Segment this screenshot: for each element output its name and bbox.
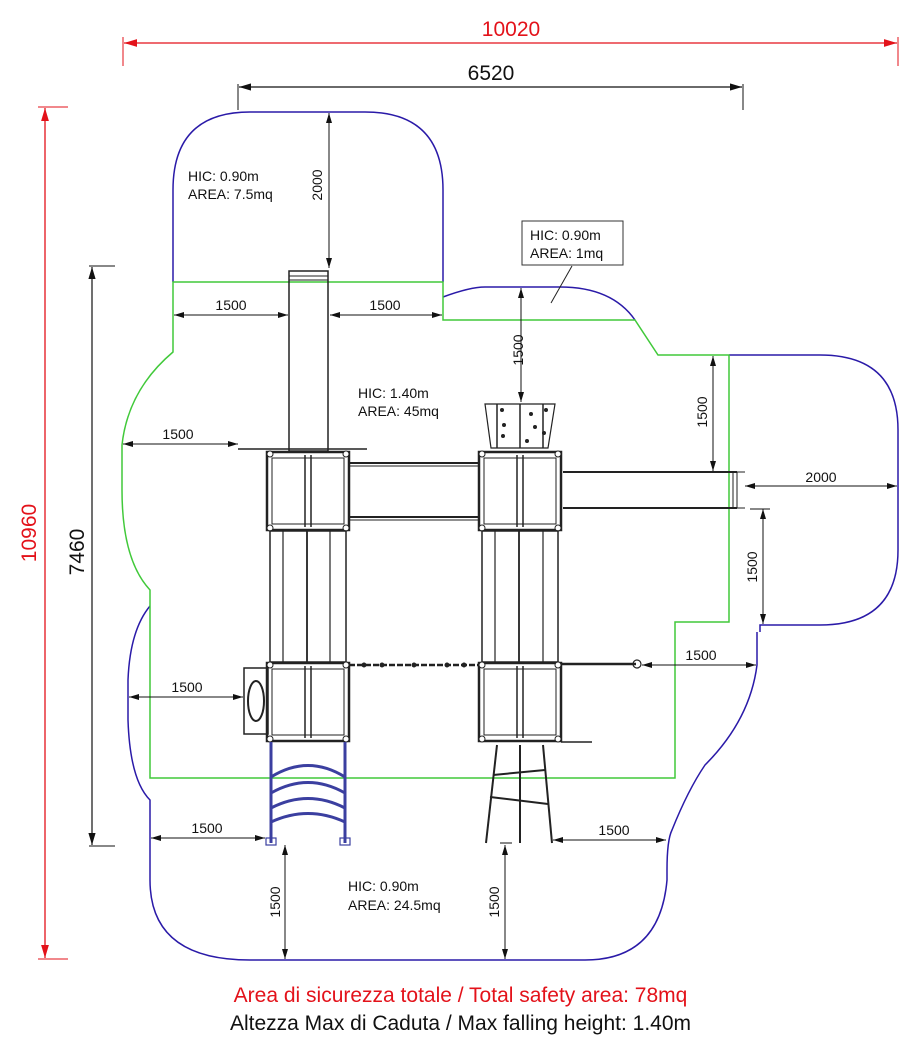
label-left-upper: 1500: [162, 426, 193, 442]
platform-bottom-right: [477, 661, 592, 743]
structure-width-label: 6520: [468, 62, 515, 85]
tower-left-middle: [269, 530, 347, 663]
platform-bottom-left: [265, 661, 351, 743]
arch-ladder: [265, 742, 351, 846]
zone-top-slide-hic: HIC: 0.90m: [188, 168, 259, 184]
rail-right: [561, 659, 642, 669]
zone-top-slide-area: AREA: 7.5mq: [188, 186, 273, 202]
label-right-rail: 1500: [685, 647, 716, 663]
zone-climber-area: AREA: 1mq: [530, 245, 603, 261]
max-falling-height: Altezza Max di Caduta / Max falling heig…: [229, 1012, 692, 1035]
label-right-lower: 1500: [744, 551, 760, 582]
label-right-bridge: 2000: [805, 469, 836, 485]
label-bottom-left-v: 1500: [267, 886, 283, 917]
zone-label-main: HIC: 1.40m AREA: 45mq: [358, 385, 439, 419]
safety-outline-right-bridge: [729, 354, 899, 632]
zone-label-top-slide: HIC: 0.90m AREA: 7.5mq: [188, 168, 273, 202]
overall-height-label: 10960: [18, 504, 41, 562]
climbing-wall: [484, 403, 556, 449]
label-bottom-left-h: 1500: [191, 820, 222, 836]
overall-width-dimension: 10020: [122, 18, 899, 66]
structure-width-dimension: 6520: [237, 62, 744, 110]
label-bottom-right-v: 1500: [486, 886, 502, 917]
platform-top-left: [238, 448, 367, 532]
safety-outline-main: [121, 281, 730, 779]
structure-height-label: 7460: [66, 529, 89, 576]
zone-bottom-hic: HIC: 0.90m: [348, 878, 419, 894]
label-climber-top: 1500: [510, 334, 526, 365]
label-top-left: 1500: [215, 297, 246, 313]
platform-top-right: [477, 450, 563, 532]
overall-width-label: 10020: [482, 18, 540, 41]
zone-main-hic: HIC: 1.40m: [358, 385, 429, 401]
clearance-dimensions: [123, 113, 897, 959]
label-bottom-right-h: 1500: [598, 822, 629, 838]
zone-main-area: AREA: 45mq: [358, 403, 439, 419]
label-right-upper: 1500: [694, 396, 710, 427]
zone-label-bottom: HIC: 0.90m AREA: 24.5mq: [348, 878, 441, 913]
safety-outline-top-slide: [172, 111, 444, 282]
safety-outline-climber: [442, 286, 636, 321]
bridge-upper: [349, 462, 479, 521]
zone-label-climber: HIC: 0.90m AREA: 1mq: [521, 220, 624, 304]
total-safety-area: Area di sicurezza totale / Total safety …: [233, 984, 688, 1007]
overall-height-dimension: 10960: [18, 106, 68, 960]
rope-ladder: [485, 744, 553, 844]
porthole-panel: [243, 667, 269, 735]
slide-top: [288, 270, 329, 452]
label-top-right: 1500: [369, 297, 400, 313]
play-structure: [238, 270, 745, 846]
label-top-slide-length: 2000: [309, 169, 325, 200]
clearance-labels: 2000 1500 1500 1500 1500 1500 2000 1500 …: [162, 169, 836, 917]
bridge-right: [563, 471, 745, 509]
label-left-lower: 1500: [171, 679, 202, 695]
zone-climber-hic: HIC: 0.90m: [530, 227, 601, 243]
structure-height-dimension: 7460: [66, 265, 115, 847]
tower-right-middle: [481, 530, 559, 663]
zone-bottom-area: AREA: 24.5mq: [348, 897, 441, 913]
connector-lower: [349, 662, 479, 668]
safety-outline-bottom: [127, 605, 758, 961]
